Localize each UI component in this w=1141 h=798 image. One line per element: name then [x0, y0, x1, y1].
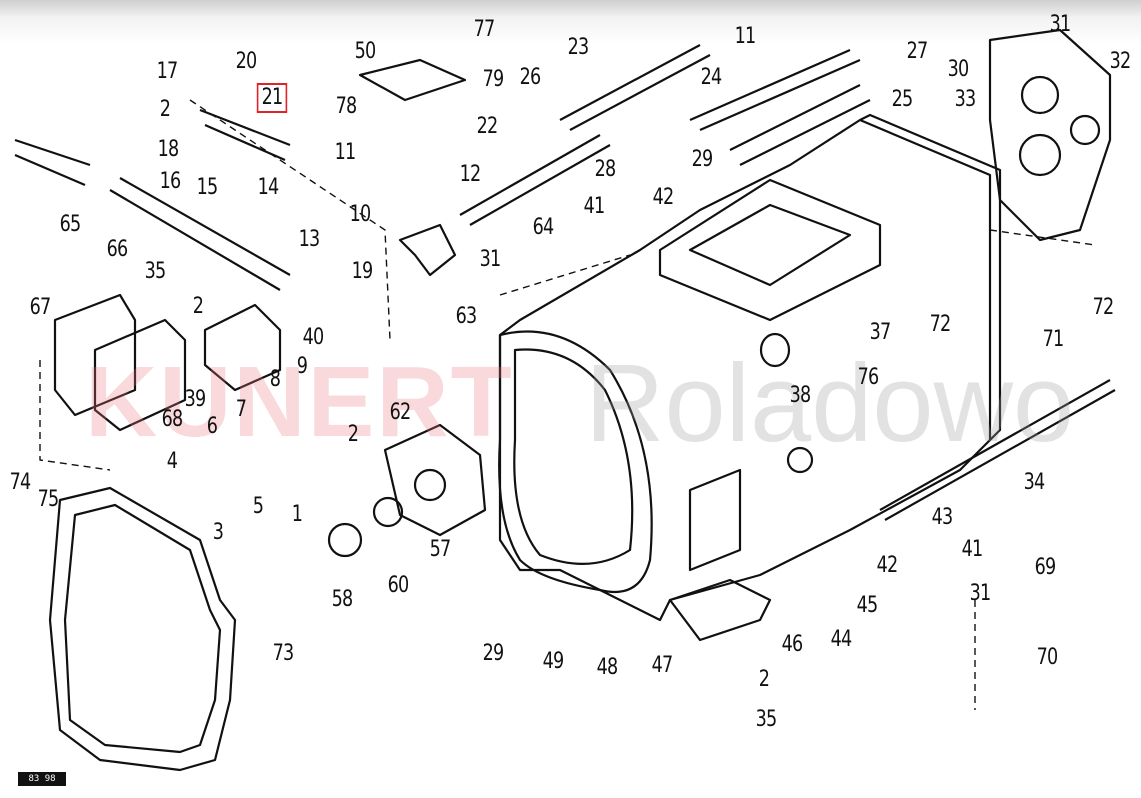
callout-label: 31 [479, 247, 502, 272]
callout-label: 68 [161, 407, 184, 432]
callout-label: 3 [212, 520, 224, 545]
callout-label: 44 [830, 627, 853, 652]
callout-label: 24 [700, 65, 723, 90]
gasket-73 [48, 486, 237, 772]
callout-label: 60 [387, 573, 410, 598]
callout-label: 2 [347, 422, 359, 447]
callout-label: 42 [652, 185, 675, 210]
callout-label: 15 [196, 175, 219, 200]
callout-label: 72 [1092, 295, 1115, 320]
callout-label: 25 [891, 87, 914, 112]
callout-label: 11 [334, 140, 357, 165]
callout-label: 7 [235, 397, 247, 422]
callout-label: 41 [583, 194, 606, 219]
page-badge: 83 98 [18, 772, 66, 786]
callout-label: 23 [567, 35, 590, 60]
callout-label: 20 [235, 49, 258, 74]
callout-label: 17 [156, 59, 179, 84]
callout-label: 26 [519, 65, 542, 90]
callout-label: 4 [166, 449, 178, 474]
callout-label: 67 [29, 295, 52, 320]
callout-label: 47 [651, 653, 674, 678]
callout-label: 27 [906, 39, 929, 64]
callout-label: 19 [351, 259, 374, 284]
watermark-brand: KUNERT [85, 346, 514, 458]
callout-label: 18 [157, 137, 180, 162]
side-cover-30 [988, 28, 1112, 242]
callout-label: 31 [969, 581, 992, 606]
callout-label: 57 [429, 537, 452, 562]
callout-label: 29 [691, 147, 714, 172]
callout-label: 75 [37, 487, 60, 512]
callout-label: 35 [755, 707, 778, 732]
callout-label: 34 [1023, 470, 1046, 495]
callout-label: 2 [192, 294, 204, 319]
callout-label: 70 [1036, 645, 1059, 670]
callout-label: 40 [302, 325, 325, 350]
callout-label: 31 [1049, 12, 1072, 37]
callout-label: 58 [331, 587, 354, 612]
callout-label: 2 [159, 97, 171, 122]
callout-label: 11 [734, 24, 757, 49]
callout-label: 1 [291, 502, 303, 527]
scanned-page-header [0, 0, 1141, 44]
callout-label: 48 [596, 655, 619, 680]
callout-label: 43 [931, 505, 954, 530]
callout-label: 28 [594, 157, 617, 182]
callout-label: 41 [961, 537, 984, 562]
callout-label: 37 [869, 320, 892, 345]
callout-label: 72 [929, 312, 952, 337]
callout-label: 16 [159, 169, 182, 194]
bell-flange [498, 330, 653, 594]
bottom-cover [668, 578, 772, 642]
callout-label: 71 [1042, 327, 1065, 352]
callout-label: 50 [354, 39, 377, 64]
callout-label: 63 [455, 304, 478, 329]
callout-label: 73 [272, 641, 295, 666]
callout-label: 74 [9, 470, 32, 495]
callout-label: 14 [257, 175, 280, 200]
callout-label: 2 [758, 667, 770, 692]
callout-label: 45 [856, 593, 879, 618]
transmission-housing [498, 118, 992, 622]
flange-57 [383, 423, 487, 537]
callout-label: 77 [473, 17, 496, 42]
callout-label: 29 [482, 641, 505, 666]
callout-label: 38 [789, 383, 812, 408]
callout-label: 12 [459, 162, 482, 187]
callout-label: 22 [476, 114, 499, 139]
callout-label: 42 [876, 553, 899, 578]
housing-top-opening [658, 178, 882, 322]
watermark-suffix: Roladowo [585, 342, 1075, 465]
callout-label: 6 [206, 414, 218, 439]
callout-label: 49 [542, 649, 565, 674]
callout-label: 62 [389, 400, 412, 425]
callout-label: 64 [532, 215, 555, 240]
callout-label: 76 [857, 365, 880, 390]
callout-label: 8 [269, 367, 281, 392]
callout-label: 32 [1109, 49, 1132, 74]
cover-39 [203, 303, 282, 392]
callout-label: 33 [954, 87, 977, 112]
callout-label: 5 [252, 494, 264, 519]
callout-label: 13 [298, 227, 321, 252]
callout-label: 79 [482, 67, 505, 92]
callout-label: 35 [144, 259, 167, 284]
callout-label: 46 [781, 632, 804, 657]
callout-label: 66 [106, 237, 129, 262]
callout-label: 78 [335, 94, 358, 119]
cover-67 [53, 293, 137, 417]
callout-label: 39 [184, 387, 207, 412]
callout-label: 65 [59, 212, 82, 237]
callout-label: 9 [296, 354, 308, 379]
callout-label-highlighted: 21 [256, 83, 288, 113]
callout-label: 10 [349, 202, 372, 227]
callout-label: 30 [947, 57, 970, 82]
callout-label: 69 [1034, 555, 1057, 580]
